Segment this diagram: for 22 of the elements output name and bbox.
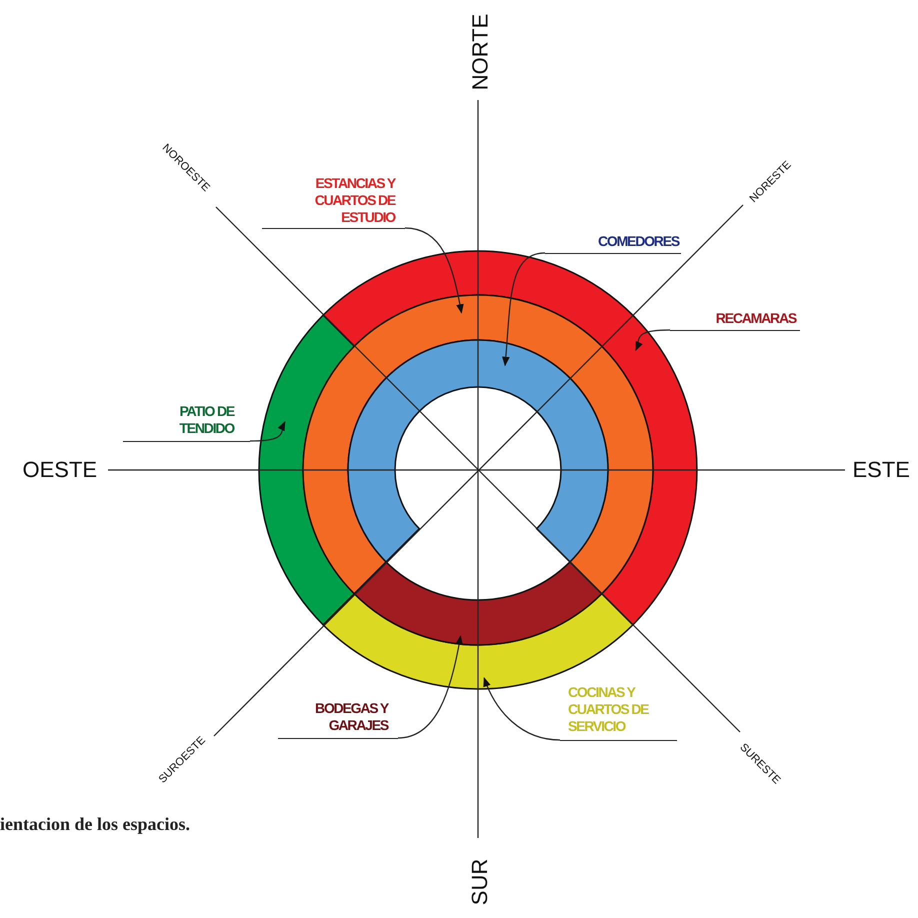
leader-line xyxy=(250,420,286,442)
ring-segment xyxy=(258,314,355,626)
ring-segment xyxy=(354,561,602,646)
zone-label: COMEDORES xyxy=(597,233,679,250)
ring-segment xyxy=(347,340,609,563)
zone-label: RECAMARAS xyxy=(714,310,796,327)
zone-label: ESTANCIAS Y CUARTOS DE ESTUDIO xyxy=(314,175,395,226)
leader-line xyxy=(502,252,546,366)
ring-segment xyxy=(302,294,654,594)
leader-line xyxy=(484,677,560,741)
ring-segment xyxy=(322,250,698,626)
direction-label: NORTE xyxy=(466,14,493,90)
direction-label: OESTE xyxy=(22,457,98,483)
leader-line xyxy=(398,635,463,739)
zone-label: COCINAS Y CUARTOS DE SERVICIO xyxy=(568,684,650,735)
caption: ientacion de los espacios. xyxy=(0,814,190,835)
direction-label: SUR xyxy=(467,858,494,906)
zone-label: PATIO DE TENDIDO xyxy=(178,403,234,437)
leader-line xyxy=(404,227,464,314)
zone-label: BODEGAS Y GARAJES xyxy=(314,700,388,734)
leader-line xyxy=(635,329,670,352)
direction-label: ESTE xyxy=(852,457,910,483)
